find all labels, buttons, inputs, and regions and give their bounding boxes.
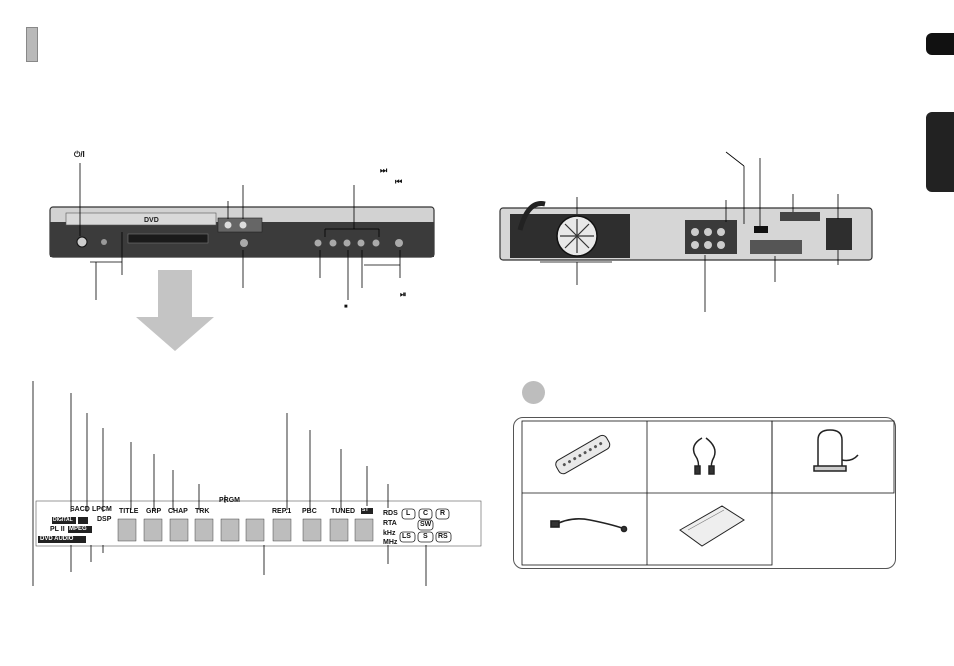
am-antenna-image	[813, 429, 859, 472]
remote-control-image	[555, 434, 611, 475]
khz-indicator: kHz	[383, 530, 396, 537]
digital-indicator: DIGITAL	[53, 517, 73, 523]
st-box	[361, 508, 373, 514]
expand-arrow	[136, 270, 214, 351]
mpeg-box	[68, 526, 92, 533]
speaker-sw: SW	[420, 521, 432, 528]
stop-icon: ■	[344, 304, 348, 310]
scart-port	[750, 240, 802, 254]
section-tab	[926, 112, 954, 192]
power-cord	[517, 201, 546, 231]
rear-callouts	[540, 151, 839, 312]
open-close-button	[224, 221, 232, 229]
speaker-r: R	[440, 510, 446, 517]
stereo-indicator: ST	[362, 507, 369, 513]
title-indicator: TITLE	[119, 508, 139, 515]
stop-button	[357, 239, 365, 247]
accessories-badge	[522, 381, 545, 404]
user-manual-image	[679, 505, 745, 547]
digital-box	[52, 517, 76, 524]
power-symbol: ⏻/I	[74, 150, 85, 159]
chap-indicator: CHAP	[168, 508, 188, 515]
display-frame	[35, 500, 482, 547]
tuning-button-2	[329, 239, 337, 247]
dsp-indicator: DSP	[97, 516, 112, 523]
dts-box	[78, 517, 88, 524]
grp-indicator: GRP	[146, 508, 162, 515]
speaker-ls: LS	[402, 533, 411, 540]
volume-knob	[240, 239, 248, 247]
dvd-audio-indicator: DVD AUDIO	[40, 536, 74, 542]
pl2-indicator: PL II	[50, 526, 65, 533]
disc-tray	[65, 212, 217, 226]
display-callouts	[32, 381, 427, 586]
play-pause-button	[395, 239, 403, 247]
dvd-logo: DVD	[144, 217, 159, 224]
rta-indicator: RTA	[383, 520, 397, 527]
speaker-rs: RS	[438, 533, 448, 540]
speaker-s: S	[423, 533, 428, 540]
pbc-indicator: PBC	[302, 508, 317, 515]
display-window	[127, 233, 209, 244]
tuned-indicator: TUNED	[331, 508, 356, 515]
speaker-connector	[780, 212, 820, 221]
dvd-audio-box	[38, 536, 86, 543]
hdmi-port	[754, 226, 768, 233]
trk-indicator: TRK	[195, 508, 210, 515]
speaker-boxes	[399, 508, 452, 543]
sacd-indicator: SACD	[70, 506, 90, 513]
mpeg-indicator: MPEG	[69, 526, 87, 532]
section-marker	[26, 27, 38, 62]
speaker-l: L	[406, 510, 411, 517]
play-pause-icon: ⏯	[400, 290, 407, 299]
tuning-button-3	[343, 239, 351, 247]
accessories-panel	[513, 417, 896, 569]
headphone-jack	[101, 239, 107, 245]
antenna-terminals	[826, 218, 852, 250]
speaker-c: C	[423, 510, 429, 517]
fm-antenna-image	[550, 518, 628, 533]
power-button	[76, 236, 88, 248]
lpcm-indicator: LPCM	[92, 506, 112, 513]
prgm-indicator: PRGM	[219, 497, 240, 504]
segment-digits	[117, 518, 374, 542]
rds-indicator: RDS	[383, 510, 398, 517]
prev-icon: ⏮	[395, 177, 403, 186]
tuning-button-1	[314, 239, 322, 247]
mhz-indicator: MHz	[383, 539, 398, 546]
front-callouts	[79, 163, 401, 300]
next-icon: ⏭	[380, 166, 388, 175]
page-tab	[926, 33, 954, 55]
skip-button	[372, 239, 380, 247]
function-button	[239, 221, 247, 229]
rep-indicator: REP.1	[272, 508, 292, 515]
fan-grille	[560, 219, 594, 253]
video-cable-image	[692, 437, 716, 475]
